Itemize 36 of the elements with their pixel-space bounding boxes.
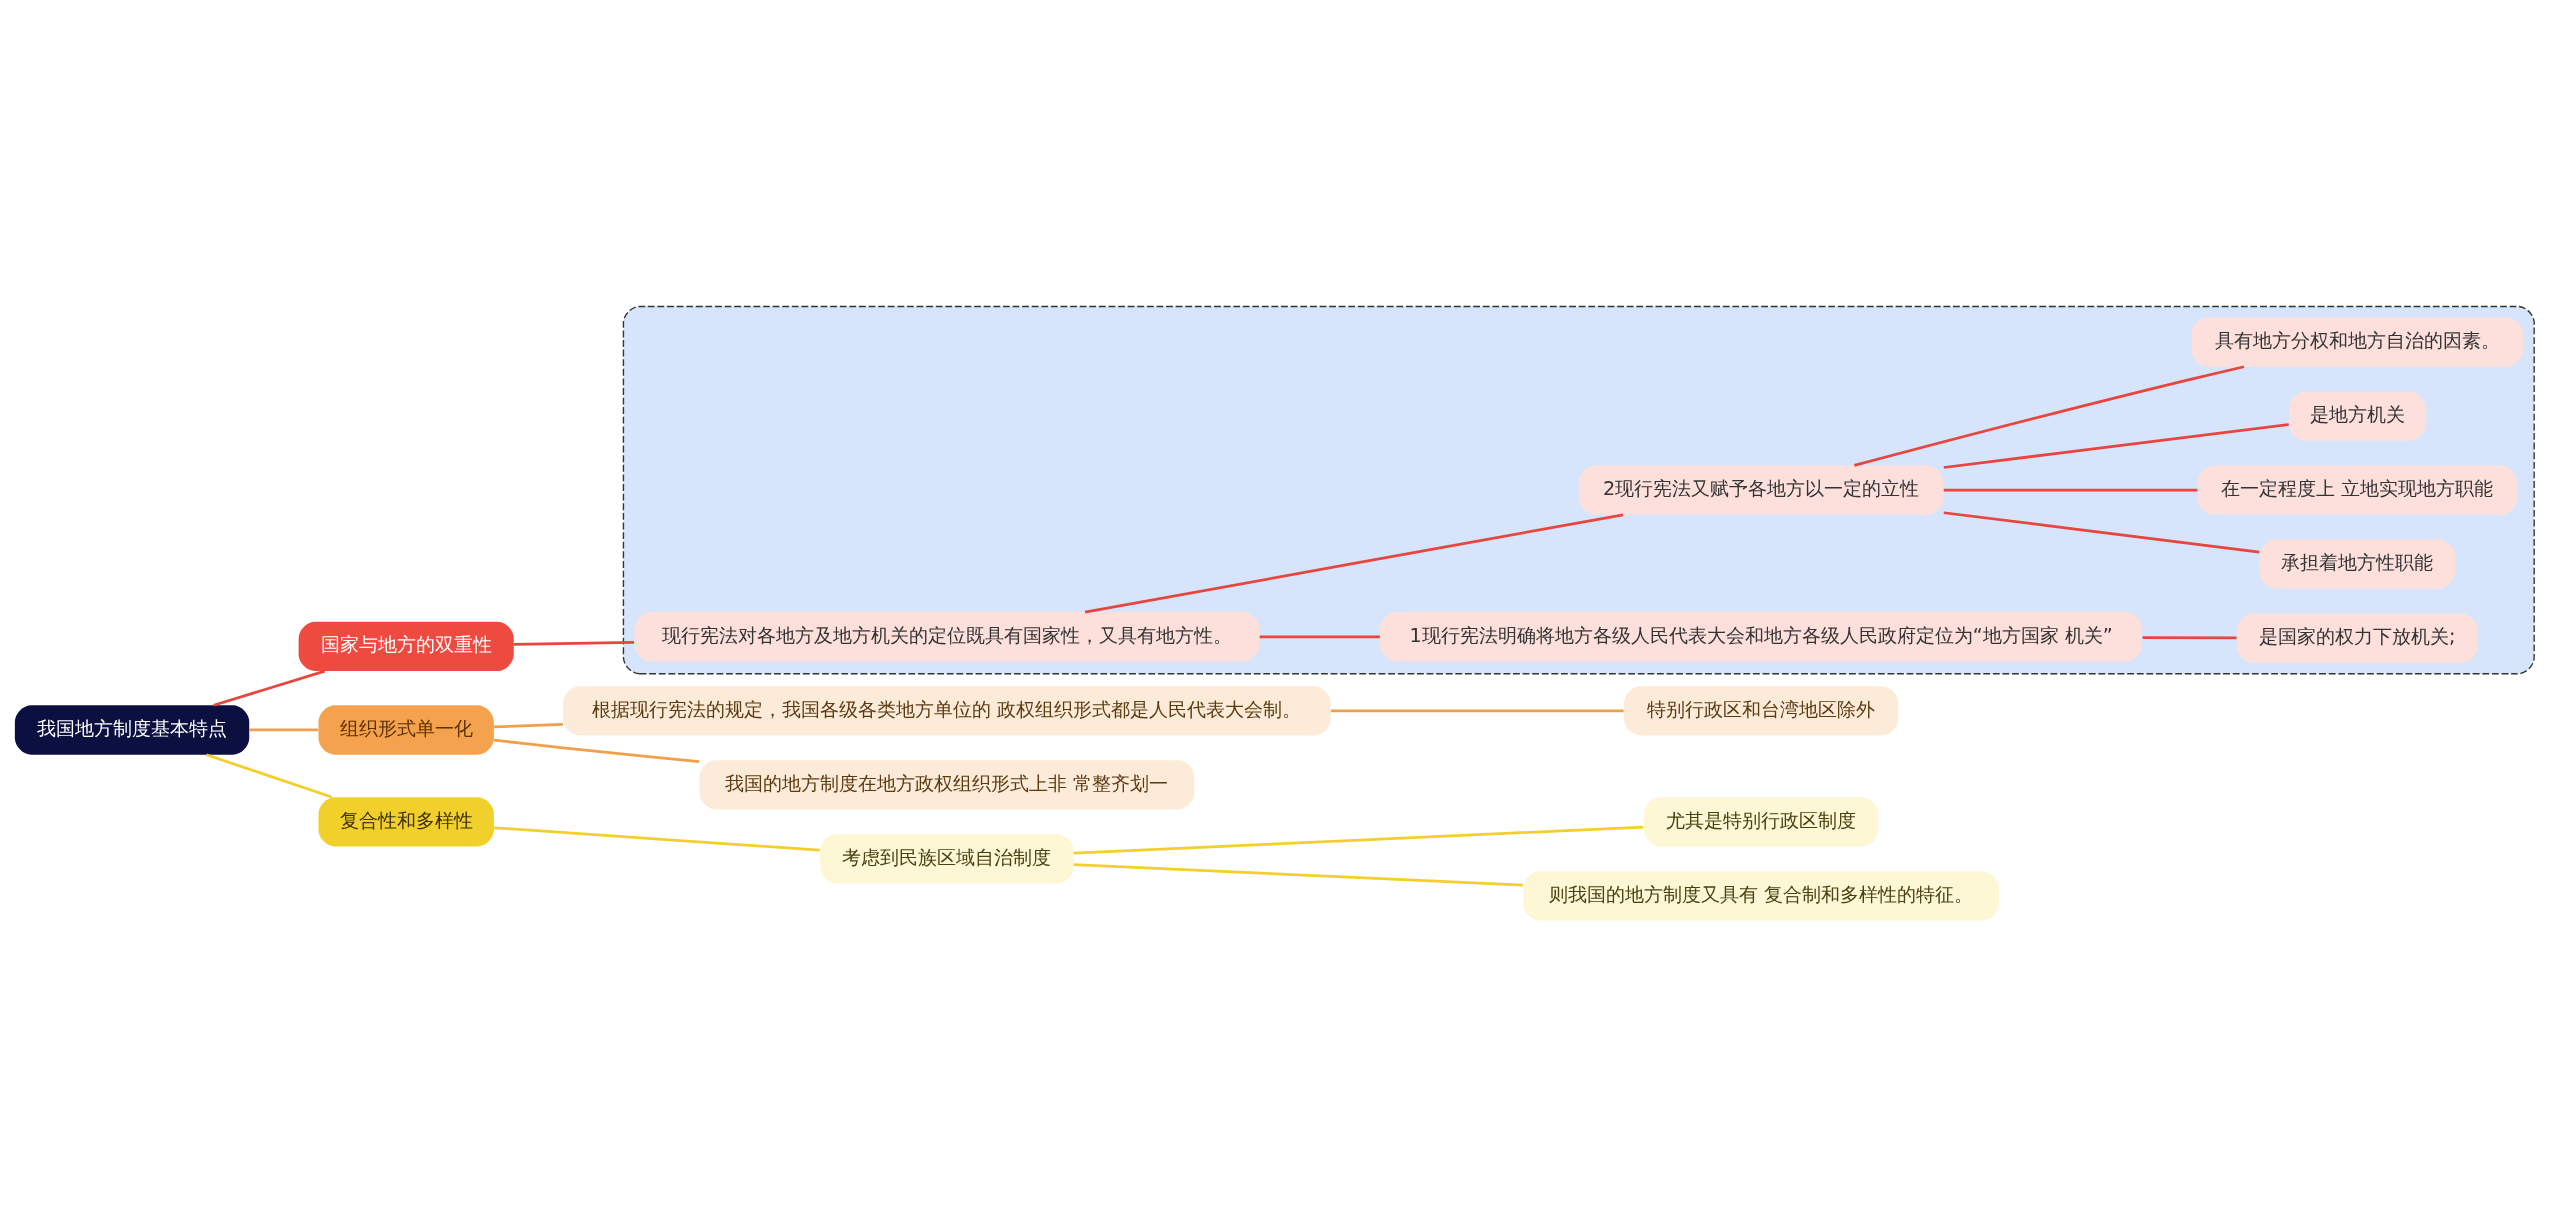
connector xyxy=(493,738,700,763)
node-box: 根据现行宪法的规定，我国各级各类地方单位的 政权组织形式都是人民代表大会制。 xyxy=(563,685,1331,735)
connector xyxy=(493,722,563,728)
connector xyxy=(2142,635,2237,639)
node-box: 考虑到民族区域自治制度 xyxy=(820,833,1074,883)
node-box: 是国家的权力下放机关; xyxy=(2236,613,2478,663)
node-box: 1现行宪法明确将地方各级人民代表大会和地方各级人民政府定位为“地方国家 机关” xyxy=(1380,611,2143,661)
node-box: 2现行宪法又赋予各地方以一定的立性 xyxy=(1578,464,1944,515)
connector xyxy=(1084,512,1624,613)
node-box: 现行宪法对各地方及地方机关的定位既具有国家性，又具有地方性。 xyxy=(634,611,1260,661)
connector xyxy=(1943,422,2289,469)
connector xyxy=(213,669,326,707)
cluster xyxy=(622,305,2535,674)
node-box: 承担着地方性职能 xyxy=(2259,538,2456,589)
node-box: 则我国的地方制度又具有 复合制和多样性的特征。 xyxy=(1523,870,1999,920)
node-box: 复合性和多样性 xyxy=(318,796,494,846)
connector xyxy=(206,752,333,798)
node-box: 组织形式单一化 xyxy=(318,704,494,755)
connector xyxy=(1330,708,1624,712)
connector xyxy=(513,640,635,646)
connector xyxy=(1853,364,2245,467)
connector xyxy=(1073,862,1523,886)
connector xyxy=(1259,634,1380,638)
connector xyxy=(1943,510,2260,553)
connector xyxy=(1073,825,1644,854)
node-box: 我国的地方制度在地方政权组织形式上非 常整齐划一 xyxy=(699,759,1195,809)
connector xyxy=(249,728,319,731)
node-box: 特别行政区和台湾地区除外 xyxy=(1624,685,1899,735)
node-box: 尤其是特别行政区制度 xyxy=(1643,796,1879,846)
node-box: 具有地方分权和地方自治的因素。 xyxy=(2191,316,2524,367)
node-box: 在一定程度上 立地实现地方职能 xyxy=(2197,464,2518,515)
node-box: 我国地方制度基本特点 xyxy=(14,704,250,755)
node-box: 是地方机关 xyxy=(2288,390,2426,441)
connector xyxy=(1943,488,2198,491)
connector xyxy=(493,825,820,852)
node-box: 国家与地方的双重性 xyxy=(298,621,514,671)
